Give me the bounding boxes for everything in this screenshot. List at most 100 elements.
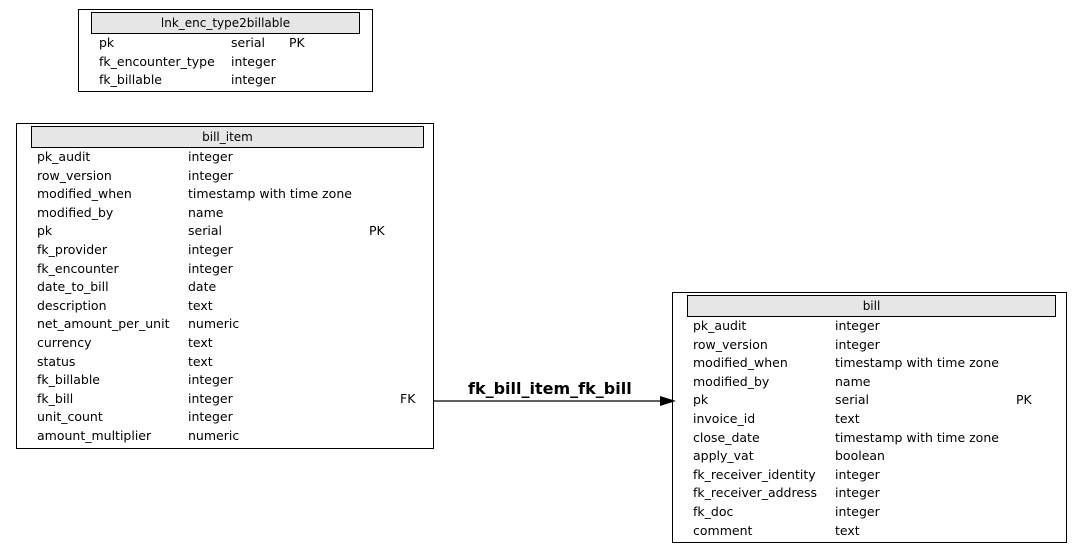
- column-row: fk_doc integer: [673, 503, 1066, 521]
- column-row: close_date timestamp with time zone: [673, 429, 1066, 447]
- column-name: description: [37, 297, 107, 313]
- column-name: pk: [37, 223, 53, 239]
- column-type: text: [188, 353, 213, 369]
- column-name: fk_bill: [37, 390, 74, 406]
- column-name: fk_receiver_identity: [693, 466, 816, 482]
- column-type: integer: [188, 409, 233, 425]
- column-name: pk: [99, 35, 115, 50]
- column-row: date_to_bill date: [17, 278, 433, 296]
- column-name: pk: [693, 392, 709, 408]
- column-name: close_date: [693, 429, 760, 445]
- column-name: invoice_id: [693, 411, 756, 426]
- column-name: net_amount_per_unit: [37, 316, 170, 332]
- column-type: integer: [835, 504, 880, 519]
- column-name: fk_billable: [99, 72, 163, 87]
- column-type: integer: [188, 149, 233, 164]
- column-row: pk serial PK: [79, 34, 372, 52]
- relation-arrowhead: [660, 396, 676, 406]
- column-name: fk_encounter_type: [99, 53, 215, 69]
- column-key: PK: [1016, 392, 1032, 408]
- column-row: fk_receiver_identity integer: [673, 466, 1066, 484]
- column-row: modified_by name: [17, 204, 433, 222]
- column-row: pk_audit integer: [673, 317, 1066, 335]
- column-name: modified_by: [37, 204, 114, 220]
- column-name: fk_doc: [693, 504, 734, 519]
- column-row: status text: [17, 353, 433, 371]
- column-row: fk_receiver_address integer: [673, 484, 1066, 502]
- column-type: text: [188, 335, 213, 350]
- column-row: modified_when timestamp with time zone: [673, 354, 1066, 372]
- column-name: currency: [37, 335, 92, 350]
- column-type: boolean: [835, 448, 885, 464]
- column-row: modified_when timestamp with time zone: [17, 185, 433, 203]
- column-type: integer: [188, 372, 233, 388]
- column-type: integer: [231, 53, 276, 69]
- column-row: apply_vat boolean: [673, 447, 1066, 465]
- column-name: modified_by: [693, 373, 770, 389]
- column-name: status: [37, 353, 76, 369]
- column-type: name: [835, 373, 871, 389]
- column-row: net_amount_per_unit numeric: [17, 315, 433, 333]
- column-type: integer: [188, 167, 233, 183]
- column-name: pk_audit: [37, 149, 91, 164]
- column-type: name: [188, 204, 224, 220]
- column-row: fk_encounter_type integer: [79, 53, 372, 71]
- column-type: text: [835, 522, 860, 538]
- column-type: integer: [188, 260, 233, 276]
- column-name: modified_when: [37, 186, 132, 202]
- column-name: row_version: [37, 167, 112, 183]
- column-type: integer: [188, 390, 233, 406]
- column-row: row_version integer: [17, 167, 433, 185]
- column-type: serial: [188, 223, 222, 239]
- column-type: numeric: [188, 316, 240, 332]
- column-name: comment: [693, 522, 753, 538]
- column-type: timestamp with time zone: [835, 429, 999, 445]
- column-type: integer: [231, 72, 276, 87]
- column-type: numeric: [188, 428, 240, 443]
- column-row: pk serial PK: [673, 391, 1066, 409]
- column-name: apply_vat: [693, 448, 754, 464]
- column-name: date_to_bill: [37, 279, 109, 295]
- column-row: pk serial PK: [17, 222, 433, 240]
- column-name: fk_billable: [37, 372, 101, 388]
- column-type: serial: [835, 392, 869, 408]
- column-name: modified_when: [693, 355, 788, 371]
- column-type: integer: [835, 318, 880, 333]
- column-type: serial: [231, 35, 265, 50]
- column-row: currency text: [17, 334, 433, 352]
- column-name: row_version: [693, 336, 768, 352]
- table-header: bill_item: [31, 126, 424, 148]
- column-key: FK: [400, 390, 416, 406]
- column-row: description text: [17, 297, 433, 315]
- table-header: bill: [687, 295, 1056, 317]
- column-name: pk_audit: [693, 318, 747, 333]
- column-type: text: [188, 297, 213, 313]
- table-header: lnk_enc_type2billable: [91, 12, 360, 34]
- column-type: date: [188, 279, 217, 295]
- column-type: timestamp with time zone: [835, 355, 999, 371]
- column-key: PK: [289, 35, 305, 50]
- column-row: fk_bill integer FK: [17, 390, 433, 408]
- column-type: integer: [188, 242, 233, 257]
- column-row: fk_provider integer: [17, 241, 433, 259]
- column-type: integer: [835, 466, 880, 482]
- column-row: invoice_id text: [673, 410, 1066, 428]
- column-type: text: [835, 411, 860, 426]
- column-name: fk_encounter: [37, 260, 119, 276]
- column-row: fk_billable integer: [17, 371, 433, 389]
- relation-label: fk_bill_item_fk_bill: [468, 379, 632, 398]
- column-name: fk_receiver_address: [693, 485, 818, 501]
- column-name: unit_count: [37, 409, 103, 425]
- column-row: fk_billable integer: [79, 71, 372, 89]
- column-name: fk_provider: [37, 242, 107, 257]
- column-key: PK: [369, 223, 385, 239]
- column-row: amount_multiplier numeric: [17, 427, 433, 445]
- column-type: timestamp with time zone: [188, 186, 352, 202]
- column-name: amount_multiplier: [37, 428, 152, 443]
- column-type: integer: [835, 485, 880, 501]
- column-row: modified_by name: [673, 373, 1066, 391]
